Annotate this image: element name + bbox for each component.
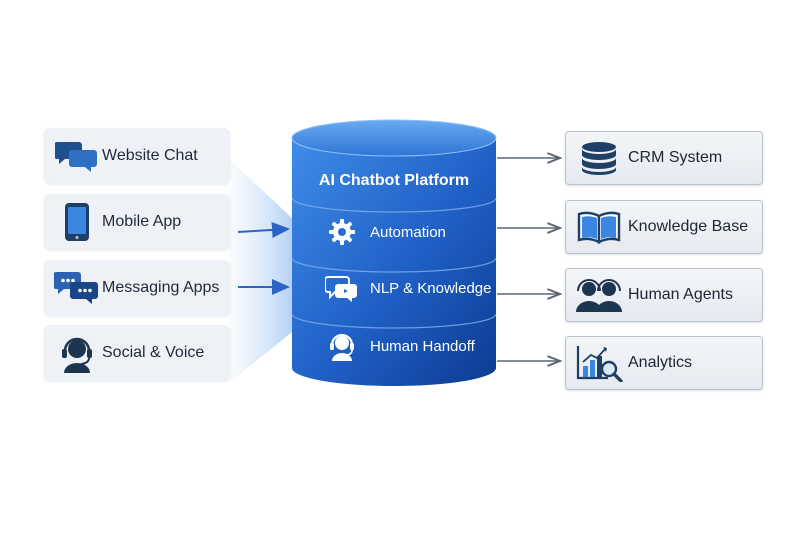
channel-label: Mobile App <box>102 213 182 230</box>
system-knowledge-base: Knowledge Base <box>565 200 763 254</box>
channel-mobile-app: Mobile App <box>44 194 230 250</box>
channel-website-chat: Website Chat <box>44 128 230 184</box>
people-icon <box>570 278 628 312</box>
platform-title: AI Chatbot Platform <box>318 172 470 189</box>
chat-bubbles-icon <box>52 139 102 173</box>
divider-1 <box>291 197 497 213</box>
system-label: Human Agents <box>628 286 733 303</box>
smartphone-icon <box>52 202 102 242</box>
feature-human-handoff: Human Handoff <box>318 328 494 364</box>
system-analytics: Analytics <box>565 336 763 390</box>
divider-3 <box>291 313 497 329</box>
feature-label: NLP & Knowledge <box>370 279 492 297</box>
system-crm: CRM System <box>565 131 763 185</box>
channel-label: Social & Voice <box>102 344 205 361</box>
headset-agent-icon <box>318 330 366 362</box>
platform-cylinder-body <box>292 138 496 386</box>
feature-nlp-knowledge: NLP & Knowledge <box>318 270 494 306</box>
feature-label: Automation <box>370 223 446 241</box>
gear-icon <box>318 217 366 247</box>
database-icon <box>570 141 628 175</box>
platform-cylinder-top <box>292 120 496 156</box>
messaging-icon <box>52 270 102 306</box>
headset-icon <box>52 333 102 373</box>
channel-messaging-apps: Messaging Apps <box>44 260 230 316</box>
channel-label: Messaging Apps <box>102 279 220 296</box>
system-label: CRM System <box>628 149 723 166</box>
feature-automation: Automation <box>318 214 494 250</box>
channel-label: Website Chat <box>102 147 198 164</box>
divider-2 <box>291 257 497 273</box>
feature-label: Human Handoff <box>370 337 475 355</box>
channel-flow-fan <box>230 160 292 382</box>
open-book-icon <box>570 210 628 244</box>
chat-bubbles-icon <box>318 273 366 303</box>
analytics-icon <box>570 344 628 382</box>
system-label: Analytics <box>628 354 693 371</box>
arrow-mobile-app <box>237 221 290 238</box>
channel-social-voice: Social & Voice <box>44 325 230 381</box>
system-human-agents: Human Agents <box>565 268 763 322</box>
system-label: Knowledge Base <box>628 218 749 235</box>
